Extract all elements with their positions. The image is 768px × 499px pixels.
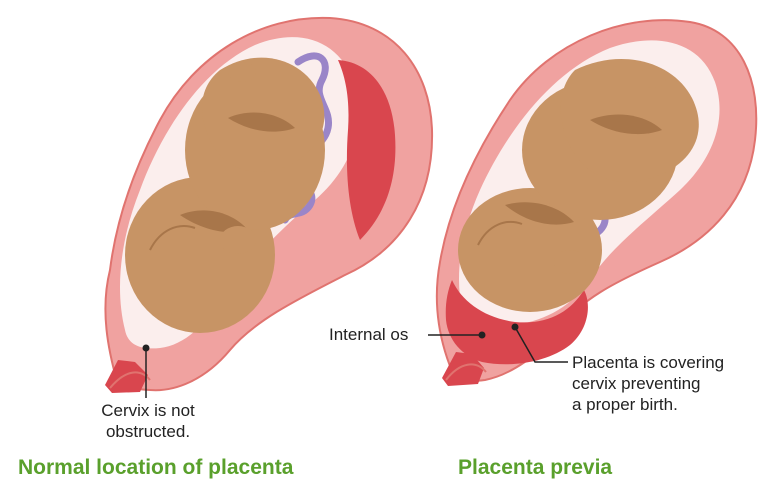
placenta-dot bbox=[511, 323, 519, 331]
right-panel-title: Placenta previa bbox=[458, 456, 613, 479]
left-fetus bbox=[125, 57, 325, 333]
left-uterus bbox=[104, 16, 434, 398]
placenta-label-line-3: a proper birth. bbox=[572, 395, 678, 414]
cervix-label-line-2: obstructed. bbox=[105, 422, 191, 441]
placenta-label-line-2: cervix preventing bbox=[572, 374, 701, 393]
right-cervix-outline bbox=[445, 363, 487, 381]
left-cervix bbox=[105, 360, 148, 393]
left-cervix-outline bbox=[109, 371, 151, 389]
placenta-leader bbox=[514, 326, 568, 363]
left-panel-title: Normal location of placenta bbox=[18, 456, 294, 479]
cervix-label: Cervix is not obstructed. bbox=[88, 400, 208, 442]
right-uterus bbox=[428, 19, 758, 386]
right-cervix bbox=[442, 352, 484, 386]
internal-os-label: Internal os bbox=[329, 325, 409, 344]
placenta-label: Placenta is covering cervix preventing a… bbox=[572, 352, 724, 415]
cervix-label-line-1: Cervix is not bbox=[101, 401, 195, 420]
placenta-label-line-1: Placenta is covering bbox=[572, 353, 725, 372]
left-placenta bbox=[338, 60, 396, 240]
right-placenta bbox=[445, 280, 588, 365]
internal-os-dot bbox=[478, 331, 486, 339]
right-fetus bbox=[458, 59, 699, 312]
left-cervix-dot bbox=[142, 344, 150, 352]
